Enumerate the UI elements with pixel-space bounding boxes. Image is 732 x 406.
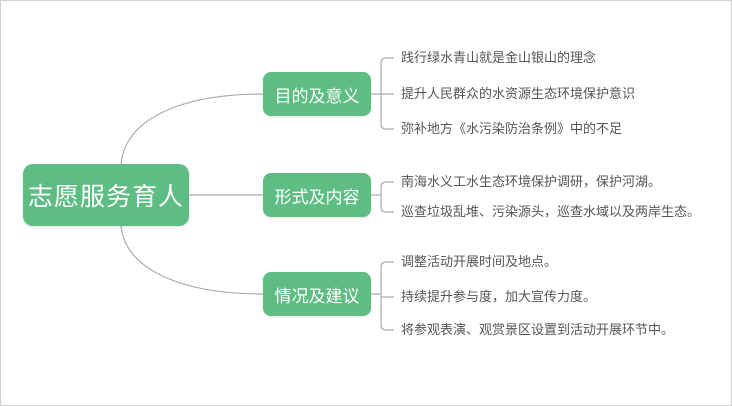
branch-topic-suggestions[interactable]: 情况及建议 <box>263 272 371 316</box>
root-topic[interactable]: 志愿服务育人 <box>23 164 189 226</box>
leaf-topic-2-1[interactable]: 南海水义工水生态环境保护调研，保护河湖。 <box>401 174 662 189</box>
leaf-topic-1-2[interactable]: 提升人民群众的水资源生态环境保护意识 <box>401 86 636 101</box>
leaf-topic-3-3[interactable]: 将参观表演、观赏景区设置到活动开展环节中。 <box>401 322 675 337</box>
branch-topic-purpose[interactable]: 目的及意义 <box>263 72 371 116</box>
bracket-branch3 <box>380 261 394 331</box>
bracket-branch2 <box>380 181 394 213</box>
leaf-topic-3-2[interactable]: 持续提升参与度，加大宣传力度。 <box>401 289 597 304</box>
leaf-topic-1-3[interactable]: 弥补地方《水污染防治条例》中的不足 <box>401 121 623 136</box>
leaf-topic-3-1[interactable]: 调整活动开展时间及地点。 <box>401 254 558 269</box>
bracket-branch1 <box>380 57 394 130</box>
leaf-topic-1-1[interactable]: 践行绿水青山就是金山银山的理念 <box>401 50 597 65</box>
connector-root-branch1 <box>120 93 264 165</box>
branch-topic-form[interactable]: 形式及内容 <box>263 173 371 217</box>
leaf-topic-2-2[interactable]: 巡查垃圾乱堆、污染源头，巡查水域以及两岸生态。 <box>401 204 701 219</box>
connector-root-branch3 <box>120 225 264 295</box>
